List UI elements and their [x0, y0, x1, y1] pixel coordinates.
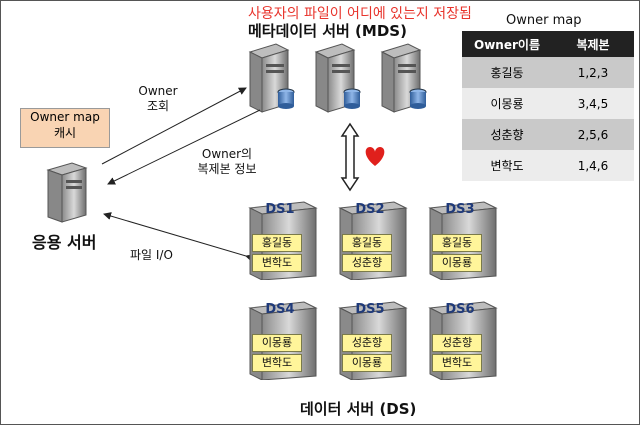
ds-file-chip: 성춘향: [342, 334, 392, 352]
ds-file-chip: 홍길동: [252, 234, 302, 252]
mds-server-3-icon: [380, 43, 427, 113]
table-header-row: Owner이름 복제본: [462, 31, 634, 57]
owner-cell: 홍길동: [462, 57, 552, 88]
ds-file-chip: 홍길동: [432, 234, 482, 252]
cache-line-2: 캐시: [53, 126, 77, 140]
owner-cell: 이몽룡: [462, 88, 552, 119]
table-row: 홍길동 1,2,3: [462, 57, 634, 88]
ds-file-chip: 성춘향: [432, 334, 482, 352]
table-row: 이몽룡 3,4,5: [462, 88, 634, 119]
ds-name: DS1: [265, 202, 295, 217]
data-server-ds5: DS5 성춘향 이몽룡: [336, 300, 408, 380]
data-server-ds6: DS6 성춘향 변학도: [426, 300, 498, 380]
owner-replica-arrow: [107, 109, 261, 185]
replica-cell: 1,2,3: [552, 57, 634, 88]
ds-file-chip: 변학도: [252, 254, 302, 272]
ds-file-chip: 이몽룡: [342, 354, 392, 372]
file-io-arrow: [103, 212, 254, 262]
ds-file-chip: 이몽룡: [432, 254, 482, 272]
header-replica: 복제본: [552, 31, 634, 57]
data-server-ds3: DS3 홍길동 이몽룡: [426, 200, 498, 280]
ds-name: DS4: [265, 302, 295, 317]
ds-name: DS3: [445, 202, 475, 217]
ds-file-chip: 변학도: [432, 354, 482, 372]
file-io-label: 파일 I/O: [130, 248, 173, 262]
app-server-icon: [46, 162, 88, 223]
owner-replica-line1: Owner의: [201, 147, 253, 161]
owner-replica-label: Owner의 복제본 정보: [190, 147, 264, 177]
table-row: 성춘향 2,5,6: [462, 119, 634, 150]
ds-file-chip: 성춘향: [342, 254, 392, 272]
ds-name: DS5: [355, 302, 385, 317]
ds-file-chip: 변학도: [252, 354, 302, 372]
replica-cell: 2,5,6: [552, 119, 634, 150]
ds-file-chip: 이몽룡: [252, 334, 302, 352]
owner-replica-line2: 복제본 정보: [197, 162, 257, 176]
replica-cell: 1,4,6: [552, 150, 634, 181]
app-server-label: 응용 서버: [32, 233, 97, 252]
mds-title: 메타데이터 서버 (MDS): [248, 22, 407, 40]
mds-ds-double-arrow: [340, 122, 360, 192]
storage-note: 사용자의 파일이 어디에 있는지 저장됨: [248, 6, 472, 22]
owner-query-line1: Owner: [138, 84, 178, 98]
ds-name: DS6: [445, 302, 475, 317]
owner-map-title: Owner map: [506, 13, 582, 28]
owner-map-cache-box: Owner map 캐시: [20, 108, 110, 148]
mds-server-2-icon: [314, 43, 361, 113]
ds-file-chip: 홍길동: [342, 234, 392, 252]
cache-line-1: Owner map: [30, 110, 100, 124]
heart-icon: [365, 147, 385, 166]
owner-query-arrow: [101, 87, 247, 165]
data-server-ds4: DS4 이몽룡 변학도: [246, 300, 318, 380]
mds-servers: [248, 43, 427, 113]
owner-map-table: Owner이름 복제본 홍길동 1,2,3 이몽룡 3,4,5 성춘향 2,5,…: [462, 31, 634, 181]
data-server-ds1: DS1 홍길동 변학도: [246, 200, 318, 280]
header-owner-name: Owner이름: [462, 31, 552, 57]
ds-title: 데이터 서버 (DS): [300, 400, 417, 418]
replica-cell: 3,4,5: [552, 88, 634, 119]
ds-name: DS2: [355, 202, 385, 217]
data-server-ds2: DS2 홍길동 성춘향: [336, 200, 408, 280]
owner-query-line2: 조회: [146, 99, 170, 113]
owner-cell: 성춘향: [462, 119, 552, 150]
owner-cell: 변학도: [462, 150, 552, 181]
mds-server-1-icon: [248, 43, 295, 113]
owner-query-label: Owner 조회: [126, 84, 190, 114]
table-row: 변학도 1,4,6: [462, 150, 634, 181]
